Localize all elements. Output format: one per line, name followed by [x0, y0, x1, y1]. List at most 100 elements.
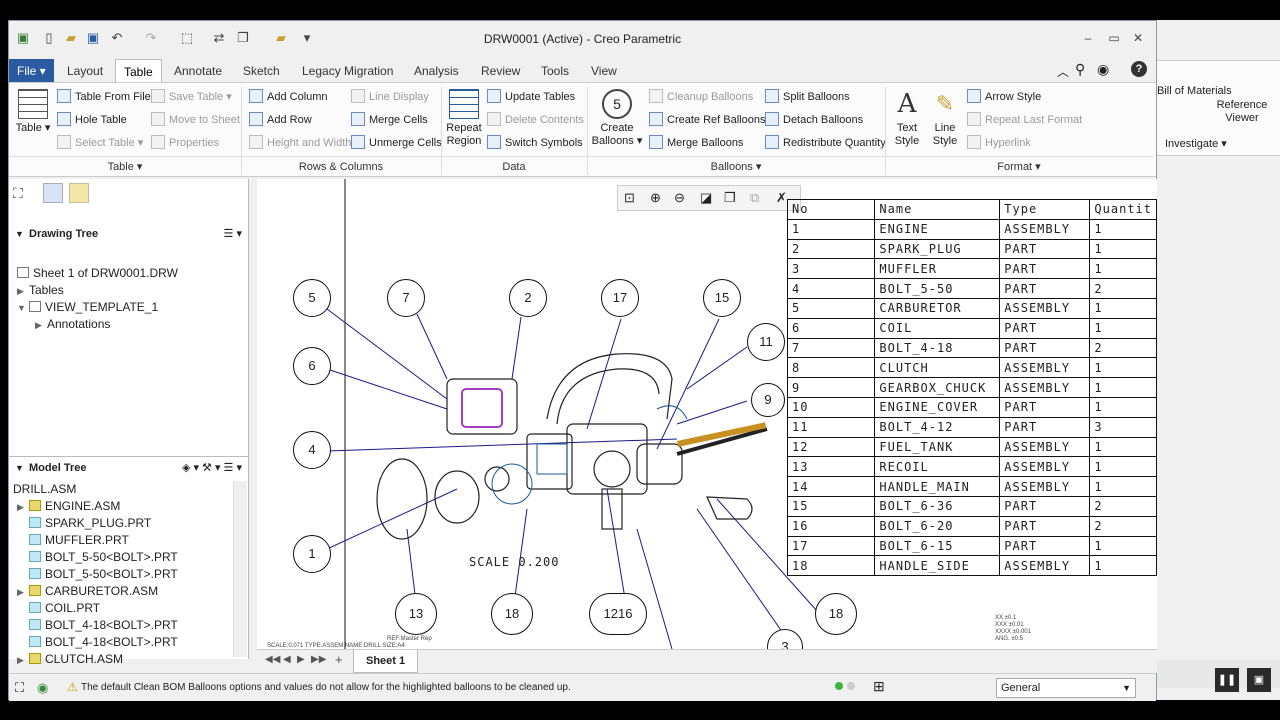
bom-cell[interactable]: CLUTCH [874, 357, 1001, 379]
bom-cell[interactable]: 1 [1089, 436, 1157, 458]
close-button[interactable]: ✕ [1132, 31, 1144, 45]
bom-cell[interactable]: BOLT_4-18 [874, 337, 1001, 359]
favorites-tab-icon[interactable] [69, 183, 89, 203]
model-tree-header[interactable]: ▼Model Tree◈ ▾ ⚒ ▾ ☰ ▾ [9, 456, 248, 478]
bom-cell[interactable]: PART [999, 416, 1091, 438]
save-table-button[interactable]: Save Table ▾ [151, 89, 232, 104]
bom-cell[interactable]: 2 [1089, 515, 1157, 537]
tree-tab-icon[interactable]: ⛶ [13, 185, 23, 201]
collapse-ribbon-icon[interactable]: ︿ [1057, 65, 1070, 79]
bom-cell[interactable]: ASSEMBLY [999, 218, 1091, 240]
qat-menu-icon[interactable]: ▾ [303, 30, 311, 45]
bom-header-cell[interactable]: Type [999, 199, 1091, 220]
bom-cell[interactable]: 1 [1089, 456, 1157, 478]
model-tree-item[interactable]: ▶CLUTCH.ASM [17, 651, 123, 668]
model-tree-item[interactable]: BOLT_5-50<BOLT>.PRT [29, 549, 178, 566]
bom-cell[interactable]: 1 [1089, 317, 1157, 339]
bom-cell[interactable]: 1 [1089, 535, 1157, 557]
select-table-button[interactable]: Select Table ▾ [57, 135, 143, 150]
table-from-file-button[interactable]: Table From File [57, 89, 151, 104]
search-icon[interactable]: ⚲ [1075, 61, 1086, 77]
bom-cell[interactable]: BOLT_6-36 [874, 495, 1001, 517]
refit-icon[interactable]: ⊡ [624, 190, 635, 205]
navigator-toggle-icon[interactable]: ⛶ [15, 680, 25, 695]
bom-cell[interactable]: PART [999, 396, 1091, 418]
expand-icon[interactable]: ▶ [35, 320, 42, 330]
model-tree-item[interactable]: BOLT_5-50<BOLT>.PRT [29, 566, 178, 583]
bom-cell[interactable]: MUFFLER [874, 258, 1001, 280]
minimize-button[interactable]: – [1084, 31, 1092, 45]
bom-cell[interactable]: PART [999, 238, 1091, 260]
bom-cell[interactable]: COIL [874, 317, 1001, 339]
bom-cell[interactable]: PART [999, 317, 1091, 339]
select-box-icon[interactable]: ⬚ [180, 30, 194, 45]
balloon[interactable]: 9 [751, 383, 785, 417]
selection-filter[interactable]: General▼ [996, 678, 1136, 698]
create-ref-balloons-button[interactable]: Create Ref Balloons [649, 112, 765, 127]
bom-cell[interactable]: PART [999, 515, 1091, 537]
tab-review[interactable]: Review [481, 64, 521, 78]
bom-cell[interactable]: 2 [1089, 337, 1157, 359]
bom-cell[interactable]: 9 [786, 377, 876, 398]
bom-cell[interactable]: 1 [1089, 297, 1157, 319]
bom-cell[interactable]: 14 [786, 476, 876, 497]
reference-viewer-button[interactable]: Reference Viewer [1207, 99, 1277, 125]
balloon[interactable]: 18 [815, 593, 857, 635]
tab-legacy-migration[interactable]: Legacy Migration [302, 64, 394, 78]
save-icon[interactable]: ▣ [86, 30, 100, 45]
bom-cell[interactable]: 5 [786, 297, 876, 319]
bom-cell[interactable]: 18 [786, 555, 876, 577]
balloon[interactable]: 1 [293, 535, 331, 573]
bom-cell[interactable]: 7 [786, 337, 876, 359]
help-icon[interactable]: ? [1131, 61, 1147, 77]
bom-cell[interactable]: 1 [1089, 258, 1157, 280]
cleanup-balloons-button[interactable]: Cleanup Balloons [649, 89, 753, 104]
add-column-button[interactable]: Add Column [249, 89, 328, 104]
balloon[interactable]: 2 [509, 279, 547, 317]
redo-icon[interactable]: ↷ [145, 30, 157, 45]
collapse-icon[interactable]: ▼ [17, 303, 26, 313]
tab-sketch[interactable]: Sketch [243, 64, 280, 78]
tree-item-annotations[interactable]: ▶Annotations [35, 316, 110, 333]
bom-cell[interactable]: 15 [786, 495, 876, 517]
balloon[interactable]: 15 [703, 279, 741, 317]
balloon[interactable]: 1216 [589, 593, 647, 635]
tab-layout[interactable]: Layout [67, 64, 104, 78]
bom-cell[interactable]: 3 [786, 258, 876, 280]
bom-cell[interactable]: PART [999, 337, 1091, 359]
bom-cell[interactable]: 1 [786, 218, 876, 240]
zoom-out-icon[interactable]: ⊖ [674, 190, 685, 205]
bom-cell[interactable]: ASSEMBLY [999, 357, 1091, 379]
zoom-in-icon[interactable]: ⊕ [650, 190, 661, 205]
bom-cell[interactable]: ASSEMBLY [999, 555, 1091, 577]
bom-cell[interactable]: GEARBOX_CHUCK [874, 377, 1001, 398]
display-style-icon[interactable]: ❒ [724, 190, 736, 205]
expand-icon[interactable]: ▶ [17, 502, 24, 512]
investigate-group[interactable]: Investigate ▾ [1165, 138, 1227, 150]
bom-cell[interactable]: ASSEMBLY [999, 456, 1091, 478]
bom-cell[interactable]: 4 [786, 278, 876, 299]
expand-icon[interactable]: ▶ [17, 655, 24, 665]
balloon[interactable]: 7 [387, 279, 425, 317]
open-icon[interactable]: ▰ [66, 30, 76, 45]
bom-cell[interactable]: ASSEMBLY [999, 297, 1091, 319]
balloon[interactable]: 17 [601, 279, 639, 317]
bom-cell[interactable]: ASSEMBLY [999, 476, 1091, 497]
drawing-tree-header[interactable]: ▼Drawing Tree☰ ▾ [9, 223, 248, 245]
bom-cell[interactable]: ENGINE [874, 218, 1001, 240]
model-tree-item[interactable]: ▶CARBURETOR.ASM [17, 583, 158, 600]
folder-tab-icon[interactable] [43, 183, 63, 203]
first-sheet-icon[interactable]: ◀◀ [265, 654, 281, 665]
annotation-display-icon[interactable]: ⧉ [750, 190, 760, 205]
bom-cell[interactable]: HANDLE_SIDE [874, 555, 1001, 577]
